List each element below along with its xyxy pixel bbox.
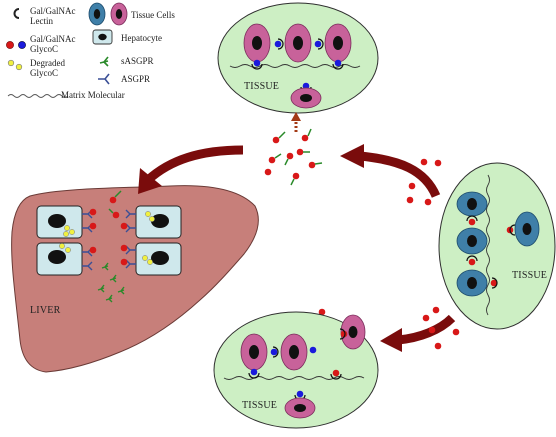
legend-asgpr-label: ASGPR bbox=[121, 74, 151, 84]
glycoc-blue-icon bbox=[18, 41, 26, 49]
legend-tissue-cells-label: Tissue Cells bbox=[131, 10, 175, 20]
arrow-to-circulation bbox=[359, 151, 441, 198]
legend bbox=[6, 2, 128, 98]
legend-glycoc-label: Gal/GalNAc GlycoC bbox=[30, 34, 76, 55]
sasgpr-icon bbox=[99, 56, 109, 67]
matrix-wave-icon bbox=[7, 94, 69, 98]
liver bbox=[11, 185, 259, 373]
legend-sasgpr-label: sASGPR bbox=[121, 56, 154, 66]
asgpr-icon bbox=[98, 73, 110, 85]
tissue-right-label: TISSUE bbox=[512, 270, 548, 281]
circulating-complexes bbox=[264, 128, 323, 186]
lectin-icon bbox=[13, 8, 20, 19]
legend-matrix-label: Matrix Molecular bbox=[61, 90, 125, 100]
degraded-icon-1 bbox=[7, 59, 15, 67]
degraded-icon-2 bbox=[15, 63, 23, 71]
glycoc-red-icon bbox=[6, 41, 14, 49]
arrow-to-bottom-tissue bbox=[397, 314, 456, 345]
legend-degraded-label: Degraded GlycoC bbox=[30, 58, 65, 79]
arrow-to-liver bbox=[144, 145, 244, 184]
liver-label: LIVER bbox=[30, 305, 61, 316]
legend-lectin-label: Gal/GalNAc Lectin bbox=[30, 6, 76, 27]
tissue-right bbox=[438, 162, 556, 330]
legend-hepatocyte-label: Hepatocyte bbox=[121, 33, 162, 43]
tissue-bottom bbox=[213, 311, 379, 429]
tissue-bottom-label: TISSUE bbox=[242, 400, 278, 411]
tissue-top bbox=[217, 2, 379, 114]
tissue-top-label: TISSUE bbox=[244, 81, 280, 92]
